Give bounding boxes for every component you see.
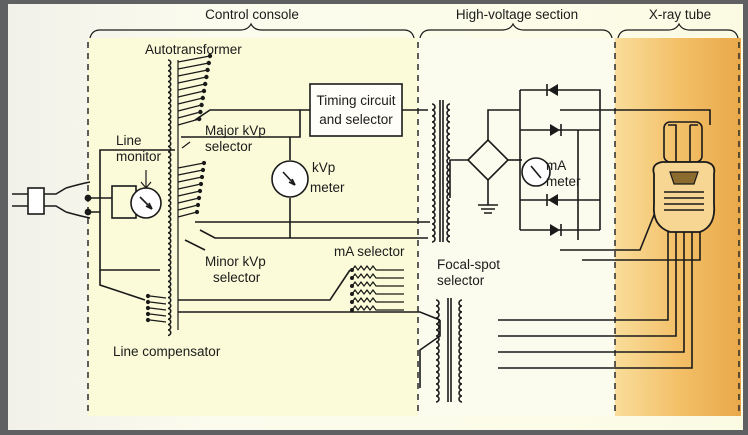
autotransformer-label: Autotransformer — [145, 42, 242, 57]
ma-selector-label: mA selector — [334, 244, 405, 259]
line-monitor-label-1: Line — [116, 133, 142, 148]
line-monitor — [111, 170, 162, 219]
minor-kvp-label-1: Minor kVp — [205, 254, 266, 269]
major-kvp-label-1: Major kVp — [205, 123, 266, 138]
line-compensator-label: Line compensator — [113, 344, 221, 359]
kvp-meter-label-1: kVp — [312, 160, 335, 175]
kvp-meter-label-2: meter — [310, 180, 345, 195]
section-brackets — [89, 22, 739, 39]
section-title-control: Control console — [205, 7, 299, 22]
power-plug-icon — [12, 181, 91, 219]
timing-circuit-box — [309, 83, 428, 137]
filament-wiring — [419, 262, 693, 388]
focal-spot-label-1: Focal-spot — [437, 257, 500, 272]
focal-spot-label-2: selector — [437, 273, 485, 288]
major-kvp-selector — [181, 109, 310, 149]
autotransformer-coil — [167, 53, 213, 337]
ma-meter-label-1: mA — [546, 158, 566, 173]
minor-kvp-label-2: selector — [213, 270, 261, 285]
ground-icon — [478, 198, 498, 214]
section-title-xray-tube: X-ray tube — [649, 7, 711, 22]
section-title-high-voltage: High-voltage section — [456, 7, 578, 22]
focal-spot-transformer — [435, 298, 463, 403]
line-monitor-label-2: monitor — [116, 149, 162, 164]
ma-selector — [178, 265, 441, 321]
major-kvp-label-2: selector — [205, 139, 253, 154]
hv-transformer — [431, 100, 451, 243]
hv-rectifier-diodes — [519, 84, 711, 261]
timing-circuit-label-1: Timing circuit — [316, 93, 395, 108]
rectifier-diode-icon — [546, 84, 562, 236]
timing-circuit-label-2: and selector — [319, 112, 393, 127]
rectifier-bridge — [449, 109, 551, 214]
line-compensator-taps — [145, 293, 167, 323]
ma-meter-label-2: meter — [546, 174, 581, 189]
xray-tube-icon — [652, 121, 716, 262]
kvp-meter — [271, 137, 309, 238]
minor-kvp-selector — [184, 221, 430, 251]
mains-wiring — [84, 149, 175, 301]
